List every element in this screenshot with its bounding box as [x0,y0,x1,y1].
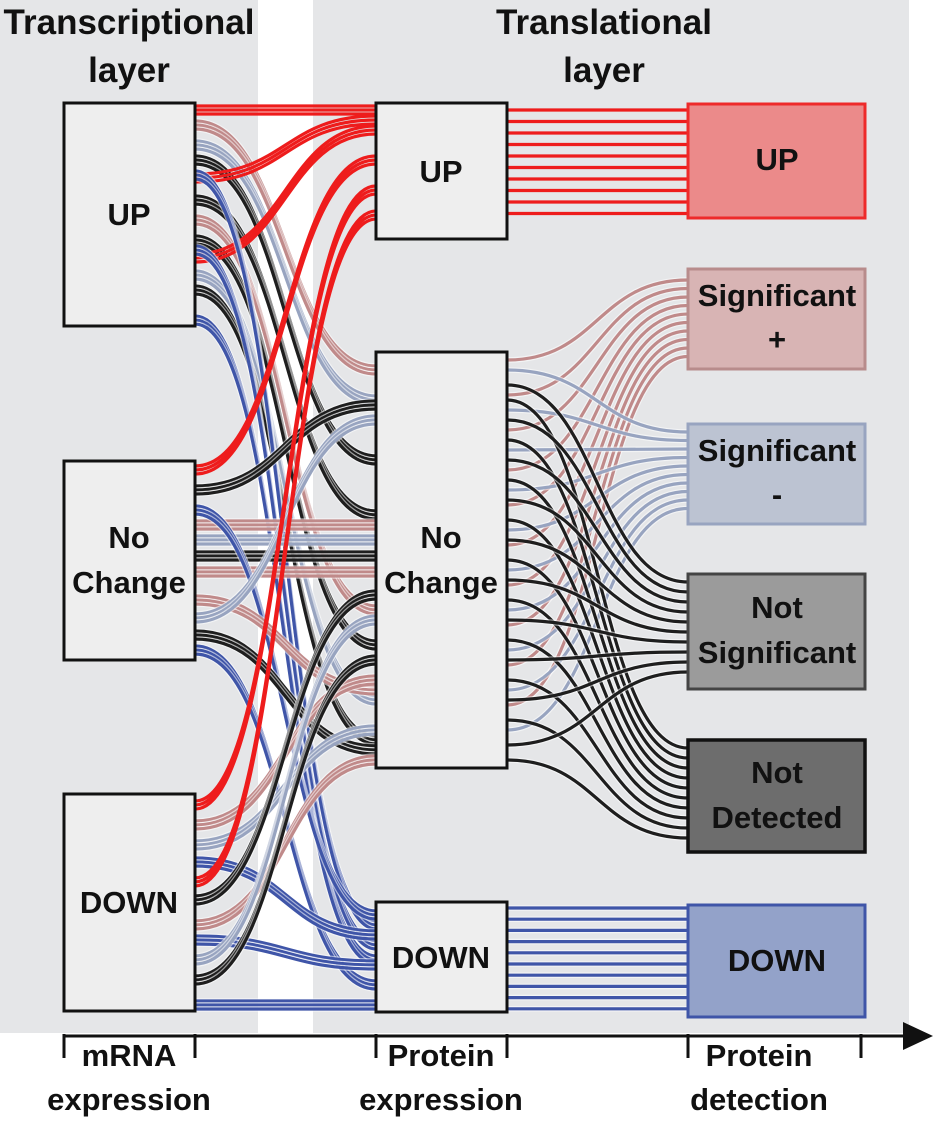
protein-down-label: DOWN [392,940,490,975]
flow-mrna-up-to-protein-down [194,252,377,951]
flow-mrna-down-to-protein-nochange [194,762,377,931]
flow-protein-nochange-to-not-detected [506,438,689,760]
detection-not-sig-label-line1: Not [751,590,803,625]
detection-down-label: DOWN [728,943,826,978]
flow-protein-nochange-to-sig-plus [506,303,689,472]
flow-mrna-nochange-to-protein-nochange [194,403,377,492]
axis-label-detection-line1: Protein [706,1038,813,1073]
protein-down-box [374,900,509,1014]
flow-protein-nochange-to-sig-minus [506,481,689,612]
detection-not-detected-box [686,738,867,854]
axis-ticks [62,1034,863,1058]
detection-sig-minus-box [686,422,867,526]
flow-protein-nochange-to-sig-plus [506,278,689,362]
flow-protein-nochange-to-sig-plus [506,286,689,397]
detection-sig-minus-label-line1: Significant [698,433,856,468]
flow-protein-nochange-to-not-significant [506,498,689,614]
mrna-nochange-label-line2: Change [72,565,186,600]
axis-label-mrna-line1: mRNA [82,1038,177,1073]
mrna-down-label: DOWN [80,885,178,920]
detection-not-sig-box [686,572,867,691]
detection-sig-plus-label-line1: Significant [698,278,856,313]
flow-lines [194,104,689,1012]
flow-mrna-nochange-to-protein-nochange [194,407,377,496]
flow-mrna-nochange-to-protein-nochange [194,399,377,488]
detection-sig-plus-box [686,267,867,371]
flow-mrna-down-to-protein-down [194,860,377,937]
axis-label-protein-line2: expression [359,1082,523,1117]
protein-nochange-box [374,350,509,770]
flow-protein-nochange-to-not-detected [506,518,689,780]
detection-down-box [686,903,867,1019]
flow-protein-nochange-to-sig-minus [506,464,689,532]
mrna-up-box [62,101,197,328]
axis-label-detection-line2: detection [690,1082,828,1117]
flow-mrna-down-to-protein-up [194,192,377,811]
mrna-up-label: UP [107,197,150,232]
protein-nochange-label-line1: No [420,520,461,555]
flow-protein-nochange-to-not-detected [506,678,689,820]
flow-mrna-down-to-protein-nochange [194,662,377,986]
flow-mrna-up-to-protein-nochange [194,147,377,406]
flow-mrna-nochange-to-protein-down [194,512,377,921]
flow-protein-nochange-to-sig-minus [506,472,689,572]
axis-label-protein-line1: Protein [388,1038,495,1073]
flow-mrna-down-to-protein-nochange [194,597,377,906]
flow-protein-nochange-to-sig-minus [506,368,689,434]
flow-mrna-up-to-protein-up [194,118,377,180]
flow-protein-nochange-to-not-significant [506,383,689,584]
flow-protein-nochange-to-not-significant [506,538,689,624]
axis-label-mrna-line2: expression [47,1082,211,1117]
flow-protein-nochange-to-not-detected [506,718,689,830]
flow-protein-nochange-to-not-significant [506,418,689,594]
flow-mrna-up-to-protein-nochange [194,127,377,376]
flow-protein-nochange-to-not-detected [506,638,689,810]
detection-up-box [686,102,867,220]
flow-protein-nochange-to-not-detected [506,598,689,800]
flow-mrna-down-to-protein-down [194,856,377,933]
flow-protein-nochange-to-not-significant [506,458,689,604]
flow-protein-nochange-to-not-detected [506,758,689,840]
flow-mrna-nochange-to-protein-nochange [194,422,377,624]
mrna-nochange-box [62,459,197,662]
detection-not-detected-label-line2: Detected [712,800,843,835]
detection-sig-plus-label-line2: + [768,322,786,357]
flow-mrna-down-to-protein-nochange [194,622,377,966]
translational-title-line2: layer [563,51,645,90]
flow-mrna-down-to-protein-up [194,217,377,888]
mrna-down-box [62,792,197,1013]
protein-up-label: UP [419,154,462,189]
transcriptional-title-line1: Transcriptional [4,3,255,42]
detection-up-label: UP [755,142,798,177]
flow-protein-nochange-to-not-significant [506,618,689,644]
flow-protein-nochange-to-not-significant [506,578,689,634]
translational-title-line1: Translational [496,3,712,42]
flow-mrna-up-to-protein-up [194,114,377,176]
flow-protein-nochange-to-sig-plus [506,295,689,432]
flow-mrna-up-to-protein-up [194,132,377,264]
flow-protein-nochange-to-not-significant [506,660,689,702]
transcriptional-title-line2: layer [88,51,170,90]
detection-not-detected-label-line1: Not [751,755,803,790]
flow-protein-nochange-to-not-significant [506,650,689,662]
flow-mrna-down-to-protein-down [194,934,377,963]
flow-protein-nochange-to-not-detected [506,558,689,790]
protein-nochange-label-line2: Change [384,565,498,600]
flow-mrna-nochange-to-protein-nochange [194,637,377,756]
mrna-nochange-label-line1: No [108,520,149,555]
flow-protein-nochange-to-not-significant [506,670,689,747]
detection-not-sig-label-line2: Significant [698,635,856,670]
detection-sig-minus-label-line2: - [772,477,782,512]
flow-protein-nochange-to-not-detected [506,398,689,750]
flow-mrna-up-to-protein-up [194,124,377,256]
flow-mrna-down-to-protein-down [194,864,377,941]
axis-arrowhead [903,1022,933,1050]
flow-mrna-up-to-protein-up [194,122,377,184]
flow-mrna-nochange-to-protein-up [194,162,377,476]
flow-mrna-up-to-protein-up [194,128,377,260]
flow-protein-nochange-to-not-detected [506,478,689,770]
protein-up-box [374,101,509,241]
flow-mrna-up-to-protein-nochange [194,222,377,616]
